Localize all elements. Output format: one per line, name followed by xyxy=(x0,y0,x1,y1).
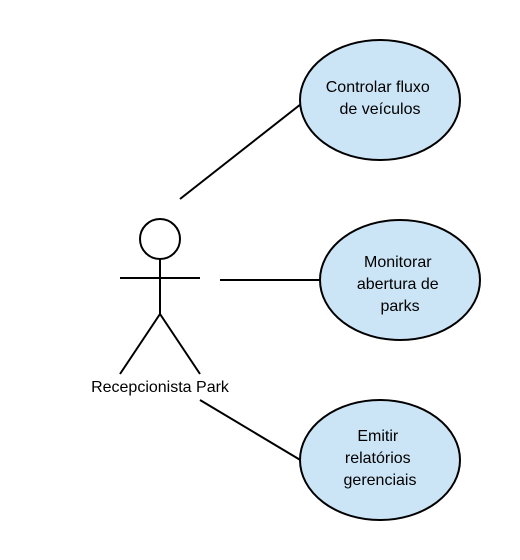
use-case-ellipse xyxy=(299,39,461,161)
actor-label: Recepcionista Park xyxy=(91,379,230,396)
use-case-label-line: Emitir xyxy=(357,428,399,445)
use-case-emitir-relatorios: Emitir relatórios gerenciais xyxy=(299,399,461,521)
actor-left-leg xyxy=(119,313,161,375)
use-case-label-line: gerenciais xyxy=(344,472,417,489)
actor: Recepcionista Park xyxy=(91,218,230,396)
associations xyxy=(179,103,320,462)
actor-head xyxy=(139,218,181,260)
use-case-label-line: abertura de xyxy=(357,276,439,293)
use-case-ellipse xyxy=(299,399,461,521)
use-case-label-line: Monitorar xyxy=(364,254,432,271)
use-case-label-line: de veículos xyxy=(340,101,421,118)
use-case-label-line: parks xyxy=(380,298,419,315)
actor-right-leg xyxy=(159,313,201,375)
association-line-3 xyxy=(199,399,303,462)
use-case-label-line: relatórios xyxy=(345,450,411,467)
use-case-label-line: Controlar fluxo xyxy=(326,79,430,96)
use-case-monitorar-abertura: Monitorar abertura de parks xyxy=(319,219,481,341)
use-case-controlar-fluxo: Controlar fluxo de veículos xyxy=(299,39,461,161)
svg-text:Emitir relatórios: Emitir relatórios gerenciais xyxy=(344,428,417,489)
association-line-1 xyxy=(179,103,302,200)
svg-text:Controlar fluxo de veícu: Controlar fluxo de veículos xyxy=(326,79,435,118)
svg-text:Monitorar abertura de: Monitorar abertura de parks xyxy=(357,254,443,315)
use-case-ellipse xyxy=(319,219,481,341)
